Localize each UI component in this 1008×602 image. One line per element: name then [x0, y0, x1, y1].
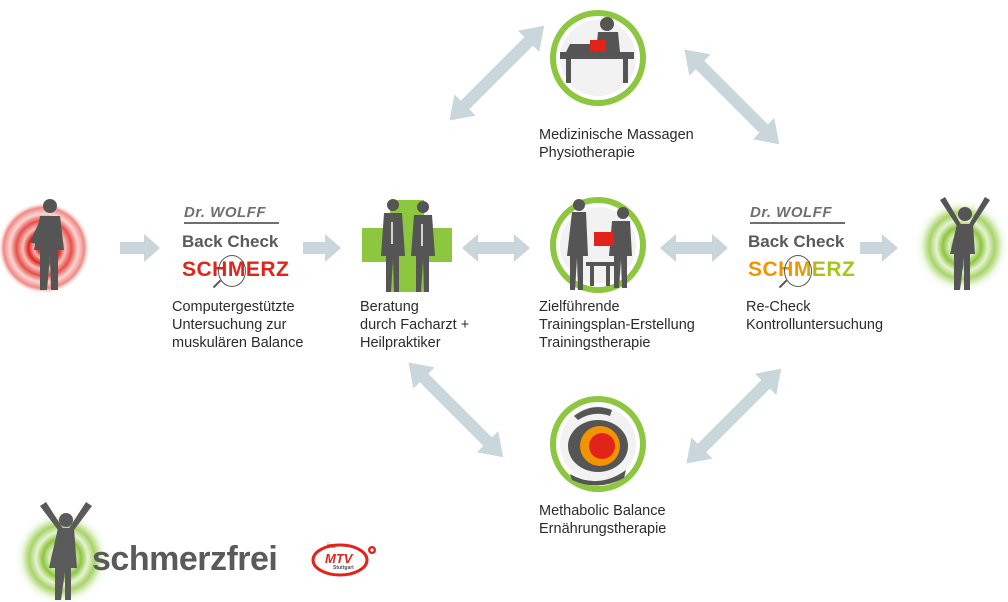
caption-line: Physiotherapie [539, 145, 635, 161]
caption-line: Methabolic Balance [539, 503, 666, 519]
caption-line: Kontrolluntersuchung [746, 317, 884, 333]
mtv-badge-im: im [327, 543, 336, 550]
caption-line: Re-Check [746, 299, 811, 315]
schmerzfrei-wordmark: schmerzfrei [92, 540, 278, 578]
happy-person-icon [914, 197, 1008, 294]
caption-line: durch Facharzt + [360, 317, 470, 333]
caption-line: Beratung [360, 299, 419, 315]
caption-line: Medizinische Massagen [539, 127, 694, 143]
mtv-badge: im MTV Stuttgart [313, 543, 367, 575]
schmerzfrei-logo-figure [14, 502, 110, 602]
dr-wolff-brand: Dr. WOLFF [750, 204, 832, 221]
mtv-badge-text: MTV [325, 551, 353, 566]
caption-line: Heilpraktiker [360, 335, 441, 351]
pain-person-icon [0, 199, 90, 294]
caption-line: Zielführende [539, 299, 620, 315]
back-check-logo-first: Dr. WOLFF Back Check SCHMERZ [178, 204, 290, 289]
nutrition-icon [550, 396, 646, 492]
caption-line: Trainingstherapie [539, 335, 651, 351]
caption-re-check: Re-Check Kontrolluntersuchung [746, 298, 883, 334]
caption-back-check-first: Computergestützte Untersuchung zur musku… [172, 298, 303, 352]
brand-underline [184, 222, 279, 224]
back-check-title: Back Check [748, 232, 845, 251]
arrow-diagonal-top-right [684, 49, 780, 145]
mtv-badge-stuttgart: Stuttgart [333, 565, 354, 571]
caption-line: Trainingsplan-Erstellung [539, 317, 695, 333]
consultation-icon [362, 199, 452, 292]
arrow-diagonal-bottom-left [408, 362, 504, 458]
caption-line: muskulären Balance [172, 335, 304, 351]
brand-underline [750, 222, 845, 224]
arrow-diagonal-bottom-right [686, 368, 782, 464]
caption-nutrition: Methabolic Balance Ernährungstherapie [539, 502, 666, 538]
magnifier-ring [784, 255, 812, 287]
magnifier-ring [218, 255, 246, 287]
training-icon [550, 197, 646, 293]
caption-massage: Medizinische Massagen Physiotherapie [539, 126, 694, 162]
caption-training: Zielführende Trainingsplan-Erstellung Tr… [539, 298, 695, 352]
arrow-right-1 [120, 234, 160, 262]
arrow-double-1 [462, 234, 530, 262]
caption-line: Untersuchung zur [172, 317, 287, 333]
arrow-diagonal-top-left [449, 25, 545, 121]
back-check-title: Back Check [182, 232, 279, 251]
mtv-badge-icon [311, 543, 376, 577]
caption-line: Computergestützte [172, 299, 295, 315]
arrow-right-3 [860, 234, 898, 262]
dr-wolff-brand: Dr. WOLFF [184, 204, 266, 221]
caption-consultation: Beratung durch Facharzt + Heilpraktiker [360, 298, 469, 352]
arrow-right-2 [303, 234, 341, 262]
massage-icon [550, 10, 646, 106]
back-check-logo-second: Dr. WOLFF Back Check SCHMERZ [744, 204, 856, 289]
caption-line: Ernährungstherapie [539, 521, 667, 537]
arrow-double-2 [660, 234, 728, 262]
